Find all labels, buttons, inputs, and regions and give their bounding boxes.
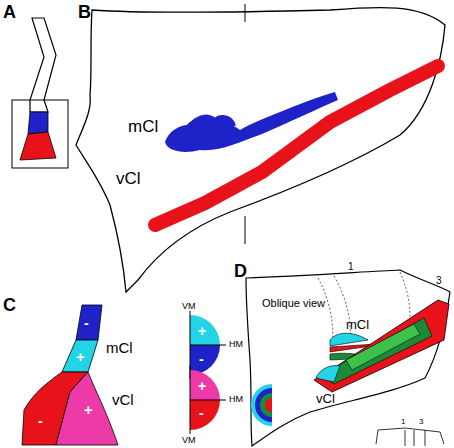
- axis-label: HM: [229, 340, 243, 349]
- section-number: 3: [419, 418, 423, 426]
- sign-label: +: [84, 402, 93, 417]
- sign-label: -: [84, 316, 89, 330]
- view-label: Oblique view: [262, 298, 325, 309]
- region-label: vCl: [112, 392, 134, 407]
- sign-label: -: [199, 406, 204, 420]
- region-label: mCl: [346, 318, 369, 331]
- sign-label: -: [199, 352, 204, 366]
- axis-label: HM: [229, 395, 243, 404]
- sign-label: -: [38, 414, 43, 428]
- sign-label: +: [198, 324, 206, 338]
- section-number: 3: [436, 276, 442, 286]
- region-label: mCl: [128, 118, 158, 135]
- section-number: 1: [348, 262, 354, 272]
- sign-label: +: [198, 379, 206, 393]
- panel-letter: A: [3, 3, 16, 21]
- region-label: vCl: [316, 392, 335, 405]
- region-label: vCl: [116, 170, 141, 187]
- region-label: mCl: [106, 340, 133, 355]
- axis-label: VM: [182, 302, 196, 311]
- panel-letter: D: [234, 262, 247, 280]
- section-number: 1: [401, 418, 405, 426]
- panel-letter: C: [3, 296, 16, 314]
- axis-label: VM: [182, 436, 196, 445]
- sign-label: +: [76, 349, 85, 364]
- panel-letter: B: [78, 3, 91, 21]
